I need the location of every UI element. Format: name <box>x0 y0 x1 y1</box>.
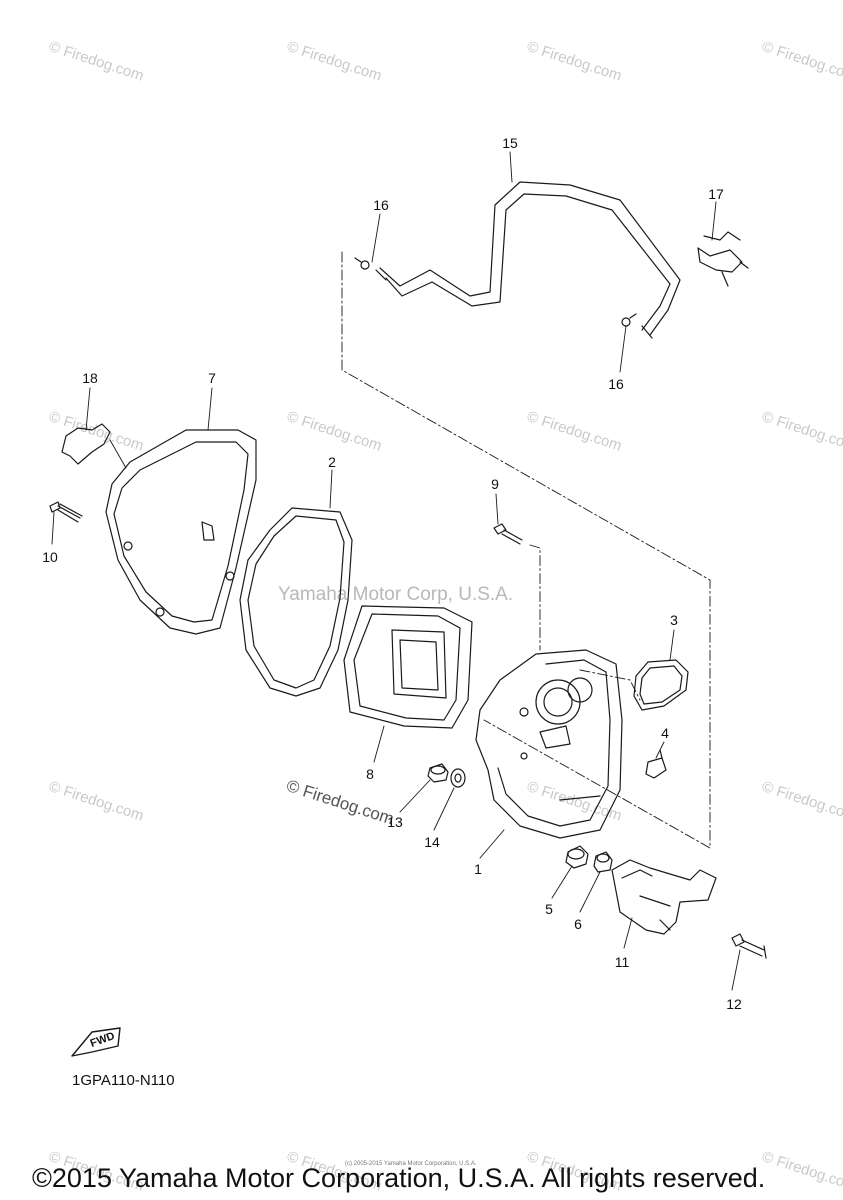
callout-16-lower: 16 <box>608 376 624 392</box>
element-screw <box>493 523 523 545</box>
small-copyright: (c) 2005-2015 Yamaha Motor Corporation, … <box>345 1161 477 1167</box>
bracket-bolt <box>731 933 767 959</box>
leader-lines <box>51 151 741 991</box>
callout-5: 5 <box>545 901 553 917</box>
collar-6 <box>593 851 613 873</box>
gasket <box>239 507 353 697</box>
diagram-code: 1GPA110-N110 <box>72 1072 175 1089</box>
callout-2: 2 <box>328 454 336 470</box>
fwd-arrow-icon <box>71 1027 121 1057</box>
callout-9: 9 <box>491 476 499 492</box>
callout-18: 18 <box>82 370 98 386</box>
footer-copyright: ©2015 Yamaha Motor Corporation, U.S.A. A… <box>32 1163 766 1193</box>
callout-13: 13 <box>387 814 403 830</box>
hose-clip <box>645 749 667 779</box>
cover-bolt <box>49 501 83 523</box>
callout-1: 1 <box>474 861 482 877</box>
hose-clamp-upper <box>354 257 370 270</box>
assembly-outline <box>341 251 711 849</box>
callout-15: 15 <box>502 135 518 151</box>
callout-8: 8 <box>366 766 374 782</box>
hose-clamp-lower <box>621 313 637 327</box>
callout-12: 12 <box>726 996 742 1012</box>
damper-5 <box>565 845 589 869</box>
collar-13 <box>427 763 449 783</box>
callout-11: 11 <box>614 954 630 970</box>
clamp-holder <box>697 231 749 287</box>
air-filter-case-cover <box>105 429 257 635</box>
caution-label <box>61 423 127 469</box>
air-filter-case <box>475 649 623 839</box>
o-ring <box>633 659 689 711</box>
breather-hose <box>375 181 681 339</box>
callout-3: 3 <box>670 612 678 628</box>
center-watermark: Yamaha Motor Corp, U.S.A. <box>278 584 514 605</box>
mounting-bracket <box>611 859 717 935</box>
callout-16-upper: 16 <box>373 197 389 213</box>
callout-4: 4 <box>661 725 669 741</box>
callout-7: 7 <box>208 370 216 386</box>
washer-14 <box>450 768 466 788</box>
air-filter-element <box>343 605 473 729</box>
callout-17: 17 <box>708 186 724 202</box>
callout-6: 6 <box>574 916 582 932</box>
callout-10: 10 <box>42 549 58 565</box>
callout-14: 14 <box>424 834 440 850</box>
